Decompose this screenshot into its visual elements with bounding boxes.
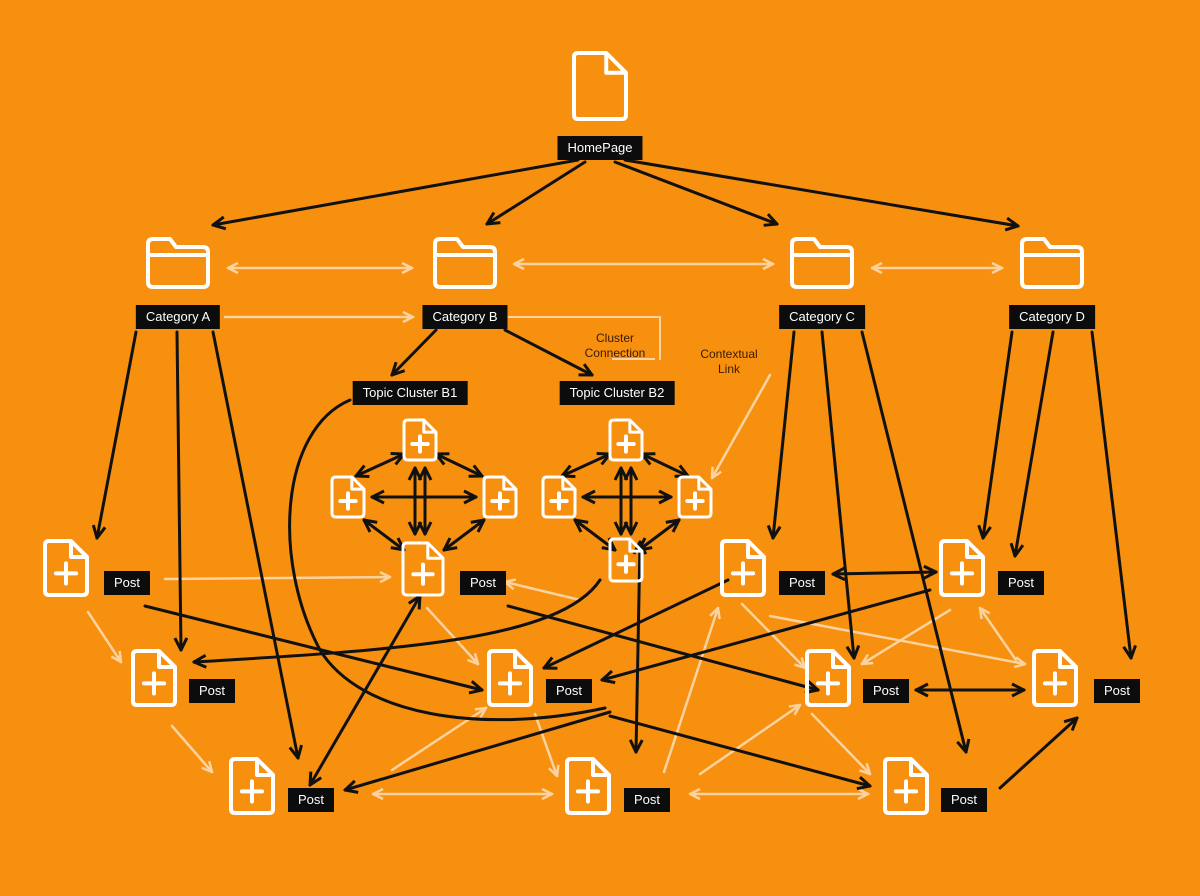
hierarchy-link-arrow xyxy=(1090,330,1131,658)
hierarchy-link-arrow xyxy=(177,330,181,650)
hierarchy-link-arrow xyxy=(97,330,138,538)
connector-line xyxy=(508,316,661,360)
hierarchy-link-arrow xyxy=(636,542,640,752)
hierarchy-link-arrow xyxy=(506,604,818,690)
hierarchy-link-arrow xyxy=(544,578,730,668)
contextual-link-arrow xyxy=(662,608,718,774)
hierarchy-link-arrow xyxy=(820,330,854,658)
hierarchy-link-arrow xyxy=(642,454,688,476)
hierarchy-link-arrow xyxy=(983,330,1014,538)
post-label: Post xyxy=(545,679,593,703)
document-plus-icon xyxy=(541,475,577,519)
contextual-link-arrow xyxy=(86,610,121,662)
document-plus-icon xyxy=(720,539,766,597)
category-d-label: Category D xyxy=(1009,305,1095,329)
contextual-link-arrow xyxy=(163,577,390,579)
hierarchy-link-arrow xyxy=(213,158,580,225)
category-c-label: Category C xyxy=(779,305,865,329)
post-label: Post xyxy=(778,571,826,595)
folder-icon xyxy=(1020,237,1084,289)
homepage-label: HomePage xyxy=(557,136,643,160)
hierarchy-link-arrow xyxy=(602,588,932,680)
post-label: Post xyxy=(1093,679,1141,703)
contextual-link-arrow xyxy=(980,608,1018,662)
hierarchy-link-arrow xyxy=(575,520,615,550)
hierarchy-link-arrow xyxy=(364,520,404,550)
hierarchy-link-arrow xyxy=(623,158,1018,226)
hierarchy-link-arrow xyxy=(487,160,587,224)
hierarchy-link-arrow xyxy=(392,328,438,375)
topic-cluster-curve-link xyxy=(288,398,607,722)
hierarchy-link-arrow xyxy=(211,330,298,758)
hierarchy-link-arrow xyxy=(639,520,679,550)
document-plus-icon xyxy=(131,649,177,707)
contextual-link-arrow xyxy=(533,712,557,776)
hierarchy-link-arrow xyxy=(444,520,484,550)
hierarchy-link-arrow xyxy=(608,714,870,786)
document-plus-icon xyxy=(939,539,985,597)
folder-icon xyxy=(790,237,854,289)
cluster-connection-note: Cluster Connection xyxy=(584,331,646,360)
hierarchy-link-arrow xyxy=(860,330,966,752)
contextual-link-arrow xyxy=(170,724,212,772)
document-plus-icon xyxy=(677,475,713,519)
contextual-link-arrow xyxy=(810,712,870,774)
post-label: Post xyxy=(940,788,988,812)
contextual-link-arrow xyxy=(390,708,486,772)
document-plus-icon xyxy=(43,539,89,597)
category-a-label: Category A xyxy=(135,305,221,329)
document-plus-icon xyxy=(330,475,366,519)
folder-icon xyxy=(146,237,210,289)
contextual-link-arrow xyxy=(698,705,800,776)
hierarchy-link-arrow xyxy=(1015,330,1055,556)
document-plus-icon xyxy=(608,418,644,462)
hierarchy-link-arrow xyxy=(562,454,610,476)
post-label: Post xyxy=(862,679,910,703)
hierarchy-links xyxy=(97,158,1131,790)
topic-cluster-b1-label: Topic Cluster B1 xyxy=(352,381,468,405)
contextual-link-arrow xyxy=(862,608,952,664)
hierarchy-link-arrow xyxy=(436,454,482,476)
contextual-link-arrow xyxy=(425,606,478,664)
hierarchy-link-arrow xyxy=(194,578,602,662)
contextual-links xyxy=(86,264,1025,794)
document-plus-icon xyxy=(805,649,851,707)
folder-icon xyxy=(433,237,497,289)
post-label: Post xyxy=(287,788,335,812)
contextual-link-arrow xyxy=(505,582,582,602)
contextual-link-note: Contextual Link xyxy=(700,347,758,376)
contextual-link-arrow xyxy=(712,373,772,478)
document-icon xyxy=(572,51,628,121)
document-plus-icon xyxy=(482,475,518,519)
icon-layer xyxy=(43,51,1084,815)
document-plus-icon xyxy=(883,757,929,815)
category-b-label: Category B xyxy=(422,305,508,329)
document-plus-icon xyxy=(229,757,275,815)
hierarchy-link-arrow xyxy=(503,328,592,375)
document-plus-icon xyxy=(1032,649,1078,707)
hierarchy-link-arrow xyxy=(345,710,612,790)
hierarchy-link-arrow xyxy=(613,160,777,224)
document-plus-icon xyxy=(487,649,533,707)
hierarchy-link-arrow xyxy=(356,454,404,476)
post-label: Post xyxy=(997,571,1045,595)
document-plus-icon xyxy=(608,537,644,583)
document-plus-icon xyxy=(565,757,611,815)
hierarchy-link-arrow xyxy=(833,572,936,574)
topic-cluster-b2-label: Topic Cluster B2 xyxy=(559,381,675,405)
post-label: Post xyxy=(188,679,236,703)
hierarchy-link-arrow xyxy=(998,718,1077,790)
hierarchy-link-arrow xyxy=(773,330,796,538)
document-plus-icon xyxy=(402,418,438,462)
hierarchy-link-arrow xyxy=(143,604,482,690)
contextual-link-arrow xyxy=(768,614,1025,664)
document-plus-icon xyxy=(401,541,445,597)
contextual-link-arrow xyxy=(740,602,805,668)
post-label: Post xyxy=(459,571,507,595)
post-label: Post xyxy=(103,571,151,595)
post-label: Post xyxy=(623,788,671,812)
